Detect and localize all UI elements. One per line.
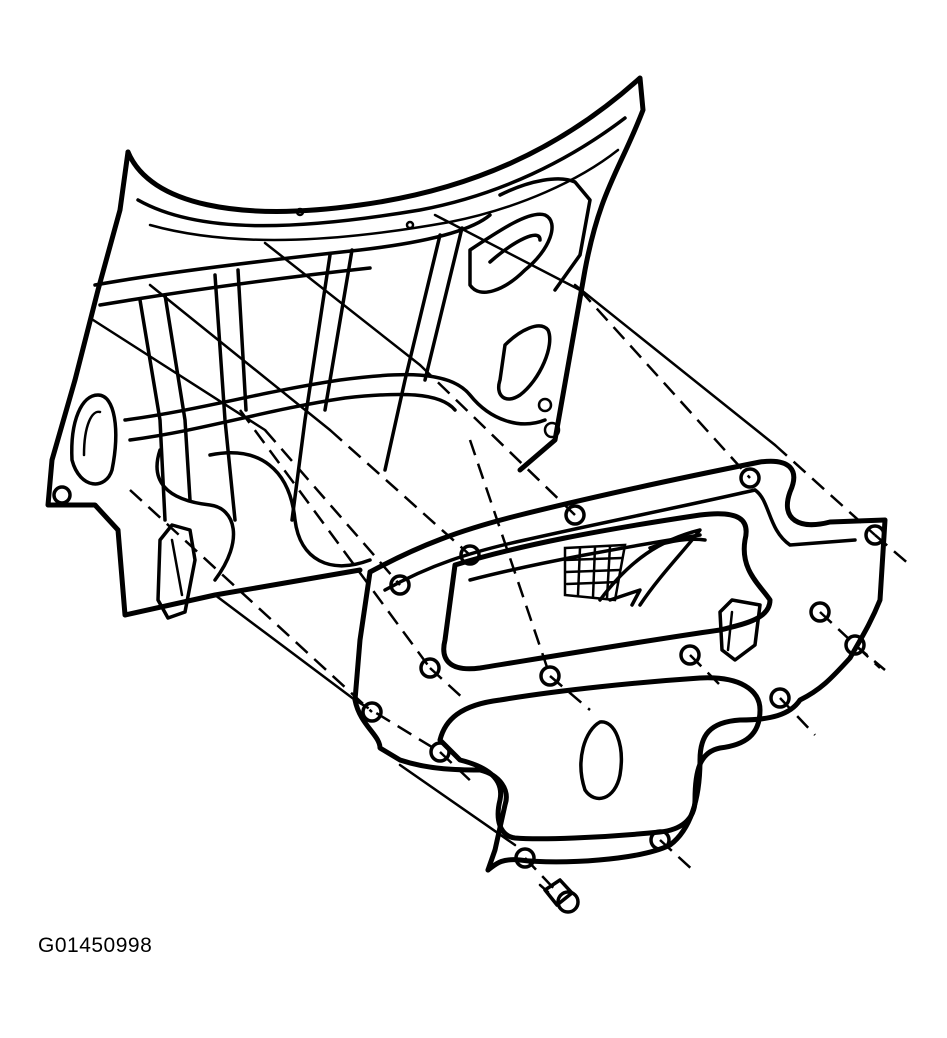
push-pin-retainer [538, 878, 580, 914]
fastener-grommets [361, 467, 886, 869]
crossed-flags-emblem [563, 528, 707, 607]
hood-insulator-pad [352, 458, 888, 873]
alignment-leader-lines [88, 213, 911, 896]
figure-id-label: G01450998 [38, 934, 153, 957]
hood-panel [45, 75, 646, 620]
